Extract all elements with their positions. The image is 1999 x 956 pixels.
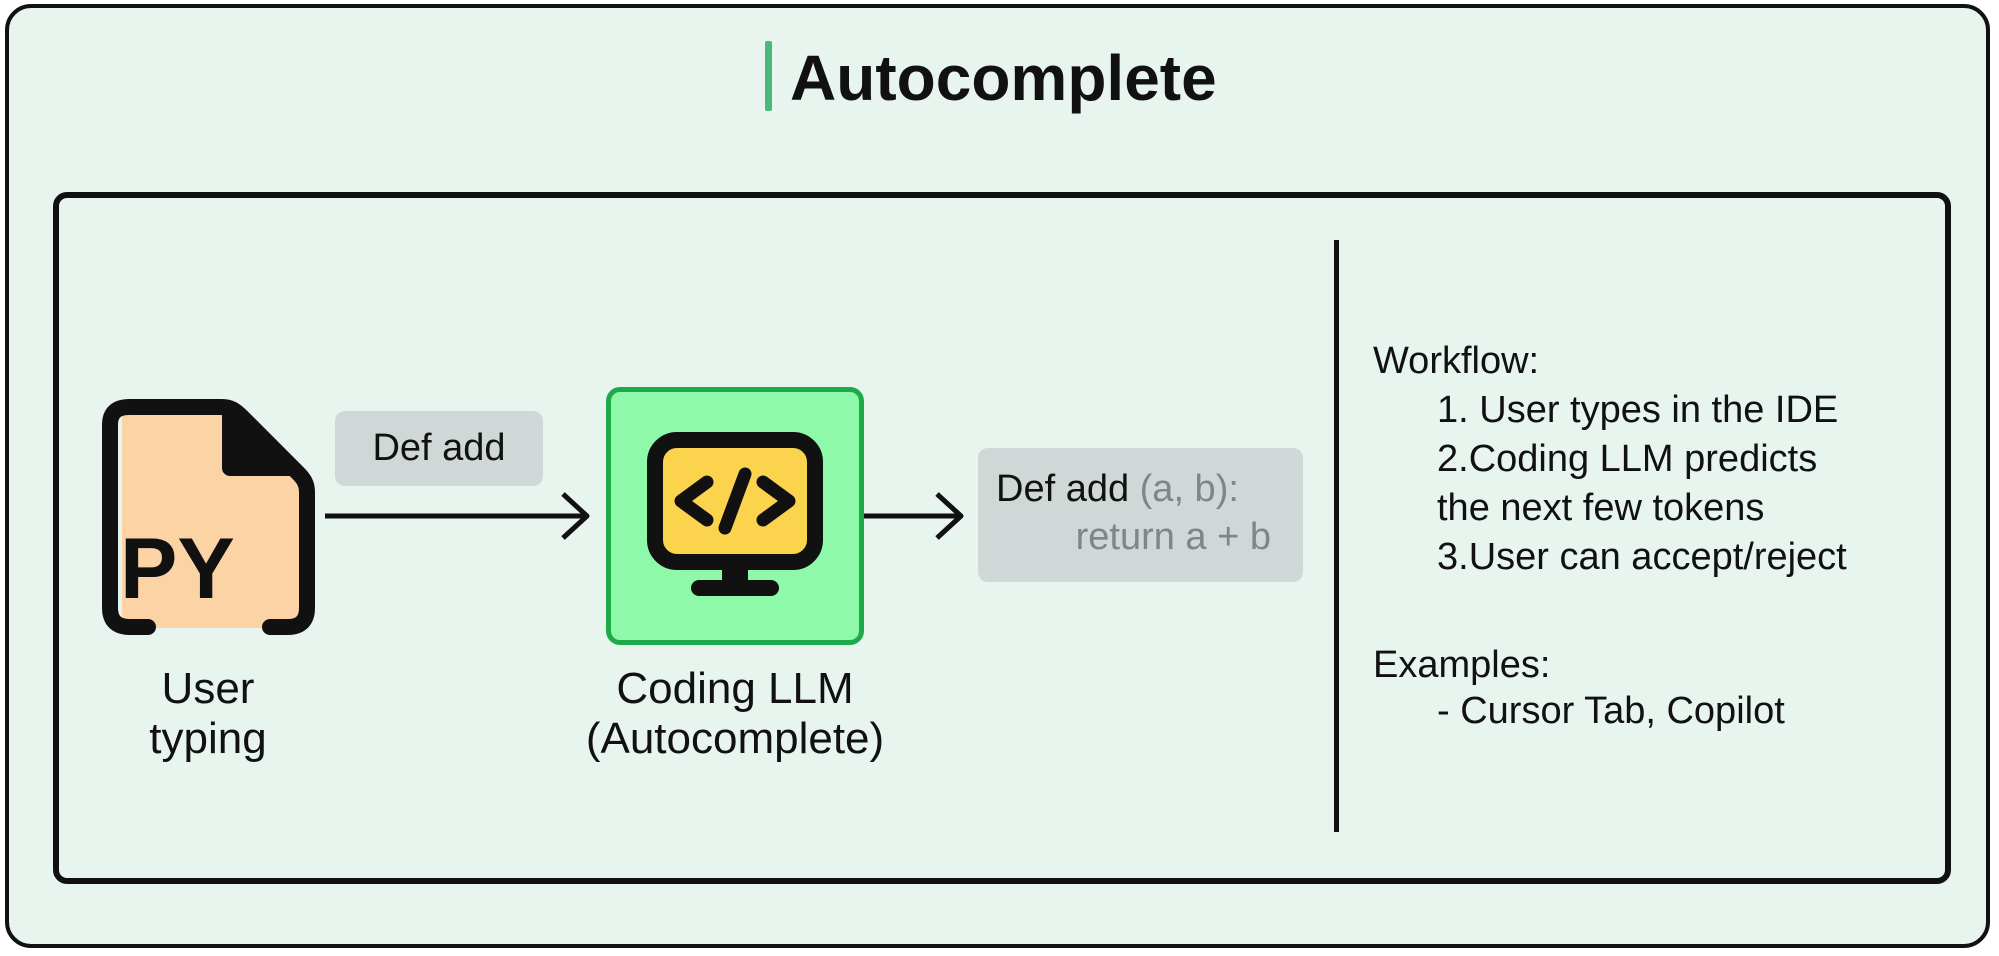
model-label-line-1: Coding LLM xyxy=(616,664,854,713)
title-accent-bar xyxy=(765,41,772,111)
suggested-args: (a, b): xyxy=(1139,468,1239,510)
workflow-step: the next few tokens xyxy=(1437,487,1765,529)
workflow-heading: Workflow: xyxy=(1373,340,1540,382)
model-label: Coding LLM (Autocomplete) xyxy=(513,664,957,764)
completion-chip: Def add (a, b): return a + b xyxy=(978,448,1303,582)
workflow-step: 2.Coding LLM predicts xyxy=(1437,438,1818,480)
arrow-llm-to-output xyxy=(864,492,964,540)
workflow-step: 3.User can accept/reject xyxy=(1437,536,1847,578)
input-label-line-2: typing xyxy=(149,714,267,763)
code-monitor-icon xyxy=(647,432,823,596)
completion-line-1: Def add (a, b): xyxy=(996,468,1239,511)
examples-heading: Examples: xyxy=(1373,644,1551,686)
arrow-input-to-llm xyxy=(325,492,590,540)
python-file-icon-text: PY xyxy=(120,521,235,617)
input-label: User typing xyxy=(110,664,306,764)
typed-text: Def add xyxy=(996,468,1130,510)
coding-llm-box xyxy=(606,387,864,645)
model-label-line-2: (Autocomplete) xyxy=(585,714,885,763)
examples-item: - Cursor Tab, Copilot xyxy=(1437,690,1785,732)
input-label-line-1: User xyxy=(161,664,255,713)
workflow-step: 1. User types in the IDE xyxy=(1437,389,1839,431)
vertical-divider xyxy=(1334,240,1339,832)
input-code-chip: Def add xyxy=(335,411,543,486)
page-title: Autocomplete xyxy=(790,42,1217,114)
suggested-body: return a + b xyxy=(1075,516,1271,558)
python-file-icon xyxy=(102,399,315,635)
